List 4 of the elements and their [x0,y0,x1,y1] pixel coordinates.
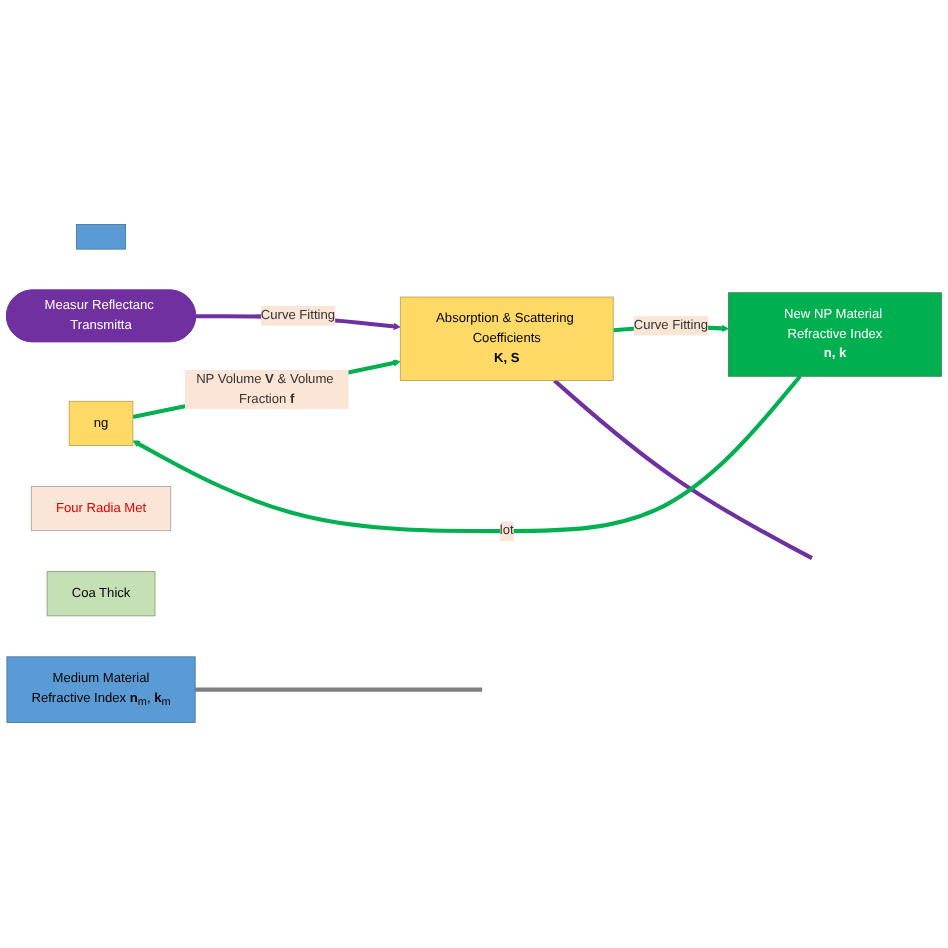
connector [195,688,483,693]
arrow [132,375,802,534]
connector [553,379,813,561]
node-box [76,224,126,250]
